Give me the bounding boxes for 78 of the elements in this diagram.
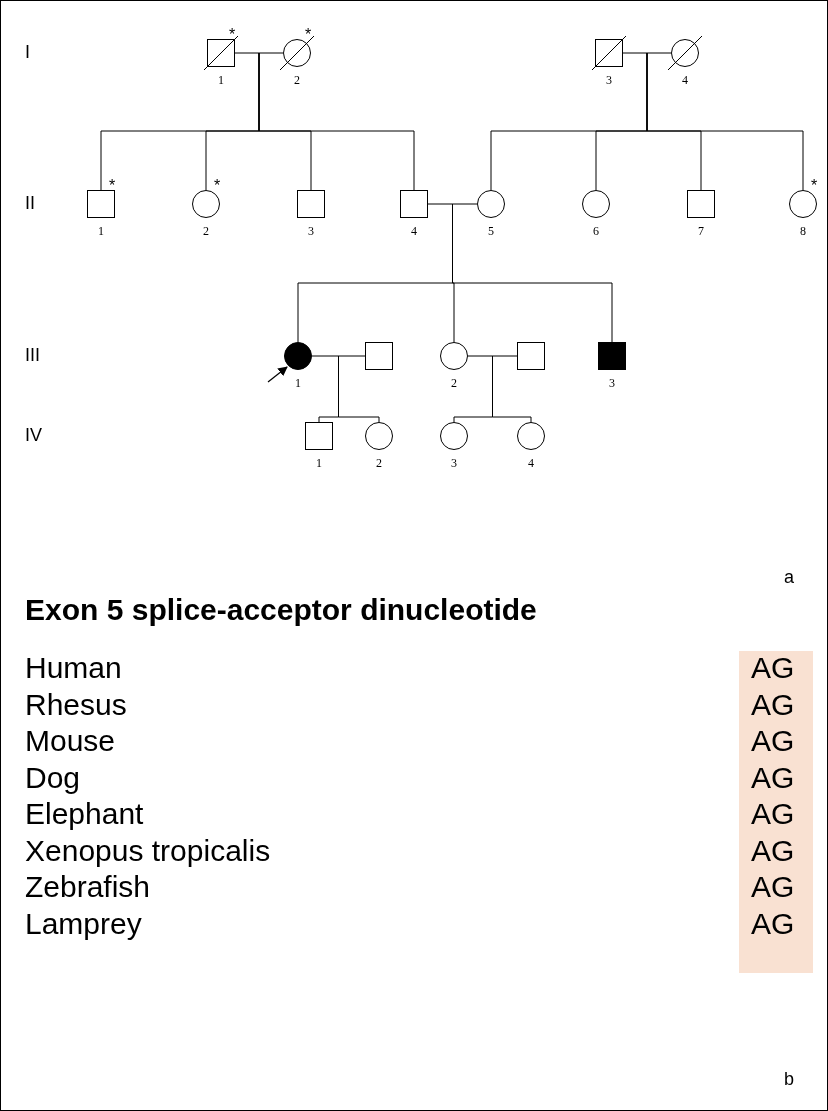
generation-numeral: IV [25,425,42,446]
generation-numeral: I [25,42,30,63]
female-symbol [192,190,220,218]
dinucleotide-cell: AG [751,760,795,795]
individual-number: 5 [488,224,494,239]
descent-line [338,355,380,423]
dinucleotide-cell: AG [751,651,795,685]
dinucleotide-cell: AG [751,906,795,941]
generation-numeral: II [25,193,35,214]
individual-number: 4 [411,224,417,239]
individual-number: 4 [528,456,534,471]
male-symbol [517,342,545,370]
male-symbol [297,190,325,218]
mating-line [311,355,366,357]
asterisk-mark: * [305,26,312,44]
individual-number: 2 [451,376,457,391]
female-symbol [440,422,468,450]
mating-line [234,52,284,54]
asterisk-mark: * [109,177,116,195]
individual-number: 6 [593,224,599,239]
mating-line [622,52,672,54]
female-symbol [789,190,817,218]
individual-number: 7 [698,224,704,239]
individual-number: 3 [308,224,314,239]
female-symbol [477,190,505,218]
individual-number: 2 [203,224,209,239]
deceased-male-symbol [595,39,623,67]
individual-number: 3 [451,456,457,471]
species-cell: Xenopus tropicalis [25,833,271,868]
dinucleotide-cell: AG [751,797,795,831]
male-symbol [365,342,393,370]
dinucleotide-cell: AG [751,870,795,904]
descent-line [646,52,804,191]
dinucleotide-cell: AG [751,833,795,868]
generation-numeral: III [25,345,40,366]
male-symbol [87,190,115,218]
asterisk-mark: * [811,177,818,195]
panel-letter: a [784,567,794,588]
proband-arrow [267,366,288,383]
affected-female-symbol [284,342,312,370]
descent-line [492,355,532,423]
mating-line [467,355,518,357]
individual-number: 4 [682,73,688,88]
species-cell: Rhesus [25,687,127,722]
male-symbol [305,422,333,450]
asterisk-mark: * [214,177,221,195]
descent-line [258,52,415,191]
species-cell: Zebrafish [25,870,151,904]
asterisk-mark: * [229,26,236,44]
individual-number: 1 [316,456,322,471]
affected-male-symbol [598,342,626,370]
female-symbol [440,342,468,370]
individual-number: 2 [294,73,300,88]
individual-number: 2 [376,456,382,471]
species-cell: Lamprey [25,906,142,941]
female-symbol [517,422,545,450]
species-cell: Human [25,651,122,685]
deceased-female-symbol [283,39,311,67]
female-symbol [582,190,610,218]
dinucleotide-cell: AG [751,724,795,758]
individual-number: 3 [609,376,615,391]
individual-number: 1 [98,224,104,239]
individual-number: 1 [295,376,301,391]
dinucleotide-cell: AG [751,687,795,722]
individual-number: 1 [218,73,224,88]
species-cell: Elephant [25,797,144,831]
deceased-female-symbol [671,39,699,67]
species-cell: Dog [25,760,81,795]
table-heading: Exon 5 splice-acceptor dinucleotide [25,593,537,627]
individual-number: 8 [800,224,806,239]
male-symbol [400,190,428,218]
deceased-male-symbol [207,39,235,67]
female-symbol [365,422,393,450]
individual-number: 3 [606,73,612,88]
male-symbol [687,190,715,218]
panel-letter: b [784,1069,794,1090]
mating-line [427,203,478,205]
species-cell: Mouse [25,724,116,758]
